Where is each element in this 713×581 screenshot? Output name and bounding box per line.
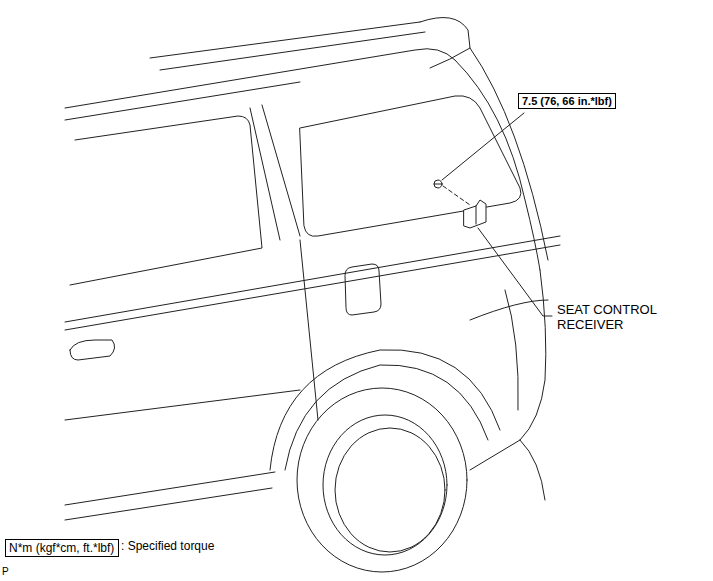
torque-text: 7.5 (76, 66 in.*lbf) [522, 95, 612, 107]
torque-callout: 7.5 (76, 66 in.*lbf) [518, 93, 616, 109]
part-name: SEAT CONTROL RECEIVER [557, 303, 677, 333]
page-mark: P [2, 566, 9, 578]
legend-text: : Specified torque [121, 540, 214, 554]
torque-text: N*m (kgf*cm, ft.*lbf) [9, 541, 115, 555]
legend-torque-box: N*m (kgf*cm, ft.*lbf) [5, 539, 119, 557]
